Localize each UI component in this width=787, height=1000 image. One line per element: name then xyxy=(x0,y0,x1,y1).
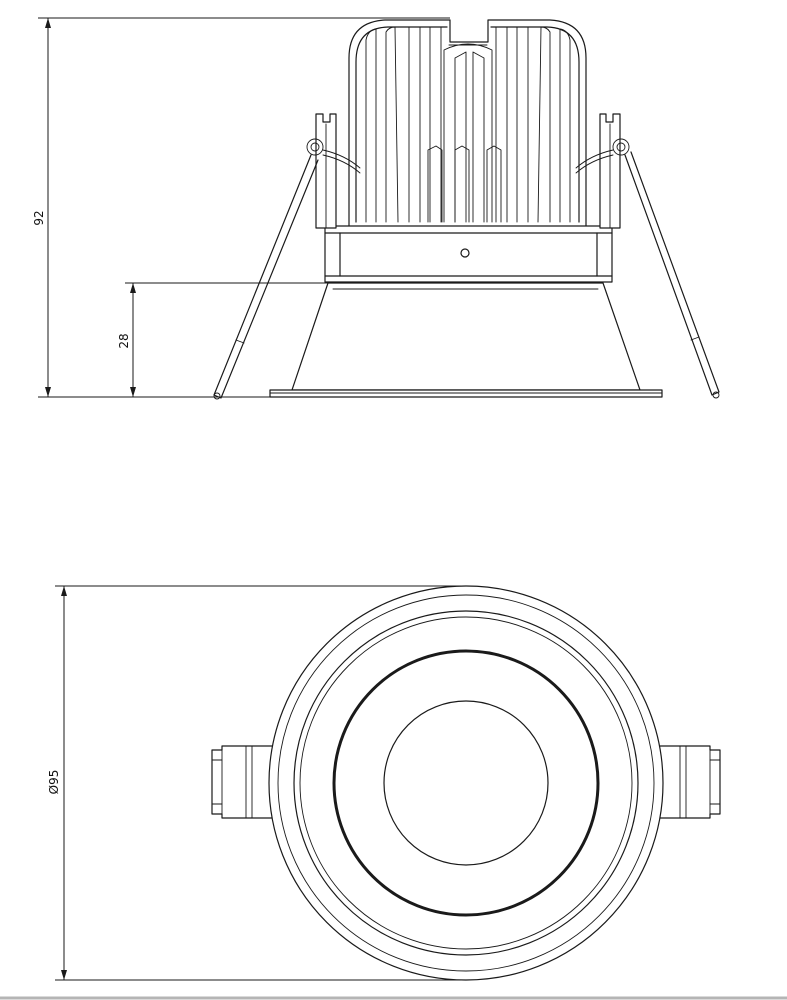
reflector-cone xyxy=(291,282,641,391)
reflector-height-label: 28 xyxy=(117,333,131,348)
diameter-dimension xyxy=(55,585,466,981)
top-view: Ø95 xyxy=(47,585,721,981)
trim-flange xyxy=(269,389,663,398)
screw-hole-icon xyxy=(460,248,470,258)
overall-height-dimension xyxy=(38,17,450,398)
trim-rings xyxy=(268,585,664,981)
mounting-collar xyxy=(324,225,613,283)
reflector-ring xyxy=(332,649,600,917)
diameter-label: Ø95 xyxy=(47,770,61,795)
side-view: 92 28 xyxy=(32,17,720,400)
lens-circle xyxy=(383,700,549,866)
left-bracket xyxy=(306,113,361,229)
heat-sink-fins xyxy=(365,26,571,223)
overall-height-label: 92 xyxy=(32,210,46,225)
right-bracket xyxy=(575,113,630,229)
reflector-height-dimension xyxy=(125,282,328,397)
heat-sink xyxy=(348,19,587,229)
